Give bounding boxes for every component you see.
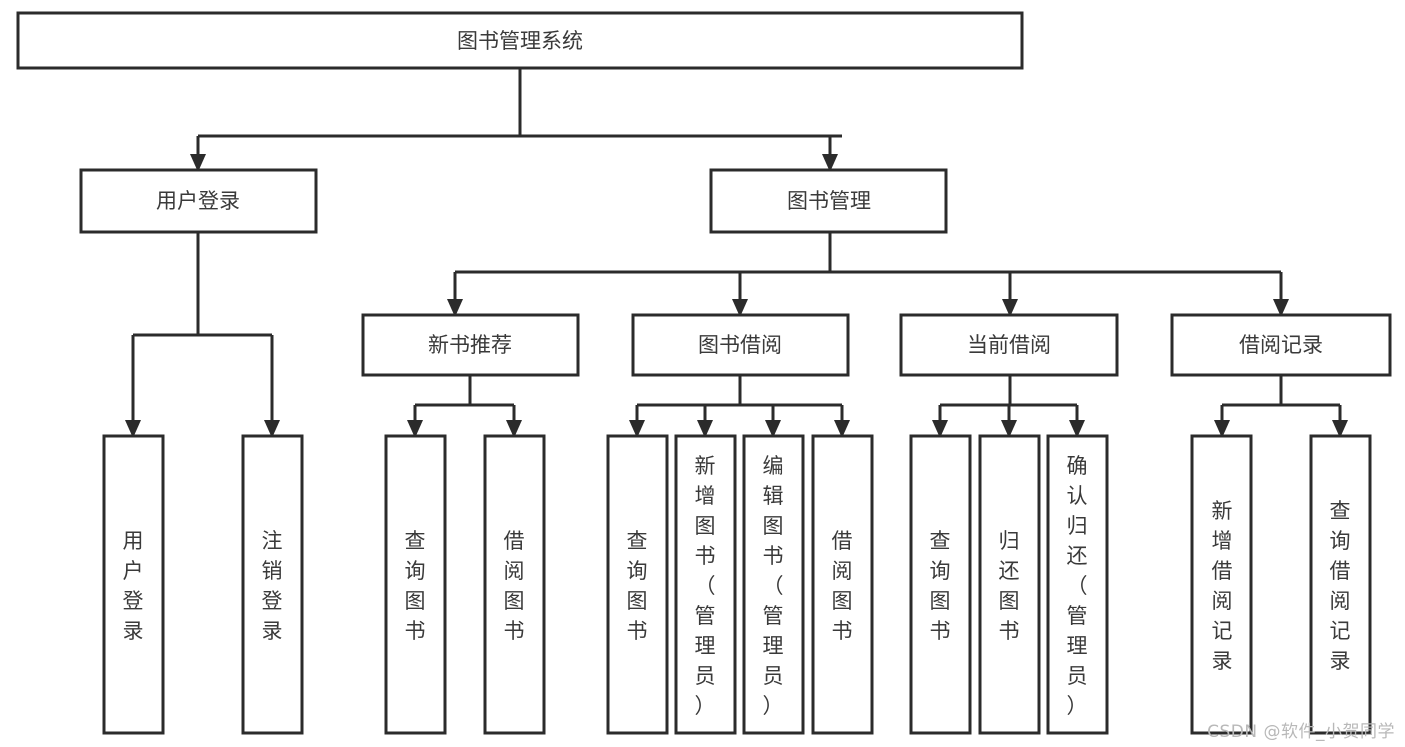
leaf-label-vertical: 归还图书 bbox=[999, 529, 1020, 643]
edges-bookmgmt-to-level3 bbox=[447, 232, 1289, 317]
leaf-label-vertical: 注销登录 bbox=[262, 529, 283, 643]
leaf-newbook-query[interactable]: 查询图书 bbox=[384, 434, 447, 735]
node-root[interactable]: 图书管理系统 bbox=[16, 11, 1024, 70]
node-new-book-recommend[interactable]: 新书推荐 bbox=[361, 313, 580, 377]
node-new-book-recommend-label: 新书推荐 bbox=[428, 333, 512, 357]
leaf-user-login-login[interactable]: 用户登录 bbox=[102, 434, 165, 735]
leaf-label-vertical: 用户登录 bbox=[123, 529, 144, 643]
node-book-management-label: 图书管理 bbox=[787, 189, 871, 213]
leaf-label-vertical: 查询图书 bbox=[930, 529, 951, 643]
node-book-borrow[interactable]: 图书借阅 bbox=[631, 313, 850, 377]
leaf-borrow-query[interactable]: 查询图书 bbox=[606, 434, 669, 735]
edges-root-to-level2 bbox=[190, 68, 842, 172]
node-current-borrow-label: 当前借阅 bbox=[967, 333, 1051, 357]
node-borrow-record-label: 借阅记录 bbox=[1239, 333, 1323, 357]
watermark: CSDN @软件_小贺同学 bbox=[1207, 722, 1395, 742]
node-root-label: 图书管理系统 bbox=[457, 29, 583, 53]
edges-borrow-to-leaves bbox=[629, 375, 850, 438]
leaf-label-vertical: 查询借阅记录 bbox=[1330, 499, 1351, 673]
node-current-borrow[interactable]: 当前借阅 bbox=[899, 313, 1119, 377]
leaf-current-query[interactable]: 查询图书 bbox=[909, 434, 972, 735]
node-book-borrow-label: 图书借阅 bbox=[698, 333, 782, 357]
edges-record-to-leaves bbox=[1214, 375, 1348, 438]
leaf-label-vertical: 借阅图书 bbox=[832, 529, 853, 643]
leaf-borrow-edit[interactable]: 编辑图书（管理员） bbox=[742, 434, 805, 735]
leaf-current-return[interactable]: 归还图书 bbox=[978, 434, 1041, 735]
leaf-borrow-add[interactable]: 新增图书（管理员） bbox=[674, 434, 737, 735]
leaf-label-vertical: 借阅图书 bbox=[504, 529, 525, 643]
node-user-login[interactable]: 用户登录 bbox=[79, 168, 318, 234]
leaf-newbook-borrow[interactable]: 借阅图书 bbox=[483, 434, 546, 735]
leaf-label-vertical: 查询图书 bbox=[405, 529, 426, 643]
edges-current-to-leaves bbox=[932, 375, 1085, 438]
leaf-label-vertical: 新增图书（管理员） bbox=[695, 454, 716, 718]
leaf-current-confirm-return[interactable]: 确认归还（管理员） bbox=[1046, 434, 1109, 735]
leaf-label-vertical: 新增借阅记录 bbox=[1212, 499, 1233, 673]
leaf-record-add[interactable]: 新增借阅记录 bbox=[1190, 434, 1253, 735]
node-user-login-label: 用户登录 bbox=[156, 189, 240, 213]
leaf-record-query[interactable]: 查询借阅记录 bbox=[1309, 434, 1372, 735]
edges-newbook-to-leaves bbox=[407, 375, 522, 438]
leaf-label-vertical: 确认归还（管理员） bbox=[1067, 454, 1088, 718]
leaf-user-login-logout[interactable]: 注销登录 bbox=[241, 434, 304, 735]
leaf-label-vertical: 查询图书 bbox=[627, 529, 648, 643]
edges-userlogin-to-leaves bbox=[125, 232, 280, 438]
leaf-label-vertical: 编辑图书（管理员） bbox=[763, 454, 784, 718]
node-book-management[interactable]: 图书管理 bbox=[709, 168, 948, 234]
leaf-borrow-lend[interactable]: 借阅图书 bbox=[811, 434, 874, 735]
node-borrow-record[interactable]: 借阅记录 bbox=[1170, 313, 1392, 377]
